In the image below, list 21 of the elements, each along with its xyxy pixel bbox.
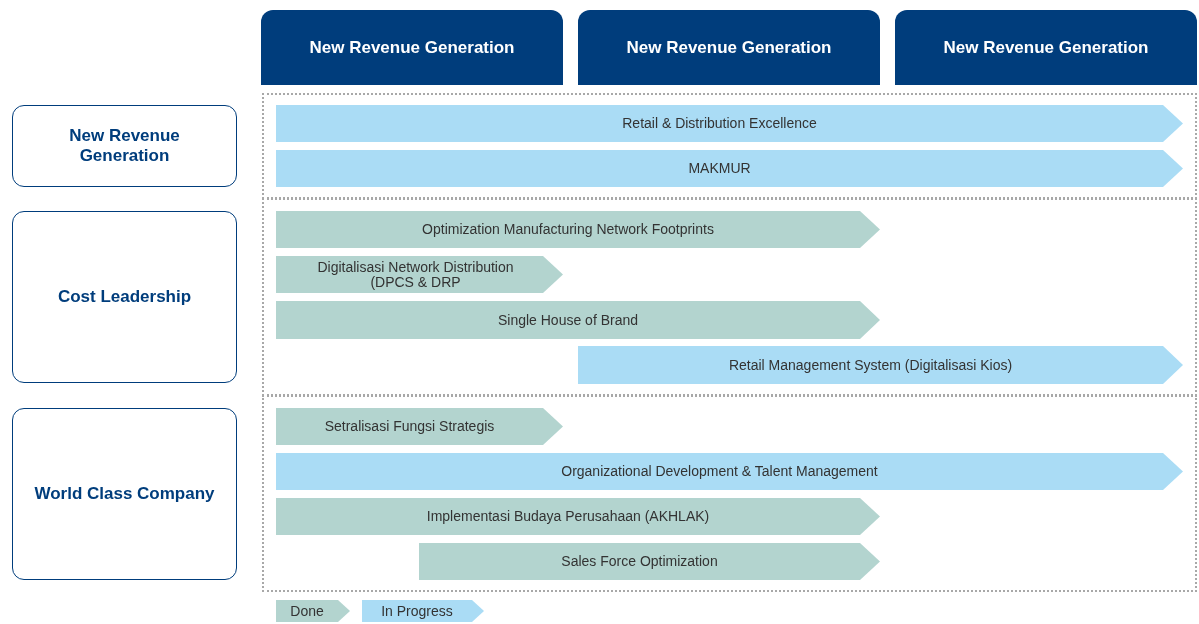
dotted-band xyxy=(262,395,1197,592)
pillar-box: Cost Leadership xyxy=(12,211,237,383)
pillar-box: New Revenue Generation xyxy=(12,105,237,187)
initiative-bar: Implementasi Budaya Perusahaan (AKHLAK) xyxy=(276,498,880,535)
dotted-band xyxy=(262,93,1197,199)
initiative-bar: Retail & Distribution Excellence xyxy=(276,105,1183,142)
legend-label: Done xyxy=(290,603,324,619)
dotted-band xyxy=(262,198,1197,396)
column-header: New Revenue Generation xyxy=(578,10,880,85)
initiative-bar: MAKMUR xyxy=(276,150,1183,187)
legend-label: In Progress xyxy=(381,603,453,619)
initiative-bar: Optimization Manufacturing Network Footprints xyxy=(276,211,880,248)
initiative-bar: Single House of Brand xyxy=(276,301,880,339)
initiative-bar: Setralisasi Fungsi Strategis xyxy=(276,408,563,445)
column-header: New Revenue Generation xyxy=(261,10,563,85)
pillar-box: World Class Company xyxy=(12,408,237,580)
initiative-bar: Retail Management System (Digitalisasi Kios) xyxy=(578,346,1183,384)
initiative-bar: Digitalisasi Network Distribution (DPCS & DRP xyxy=(276,256,563,293)
initiative-bar: Organizational Development & Talent Management xyxy=(276,453,1183,490)
column-header: New Revenue Generation xyxy=(895,10,1197,85)
initiative-bar: Sales Force Optimization xyxy=(419,543,880,580)
